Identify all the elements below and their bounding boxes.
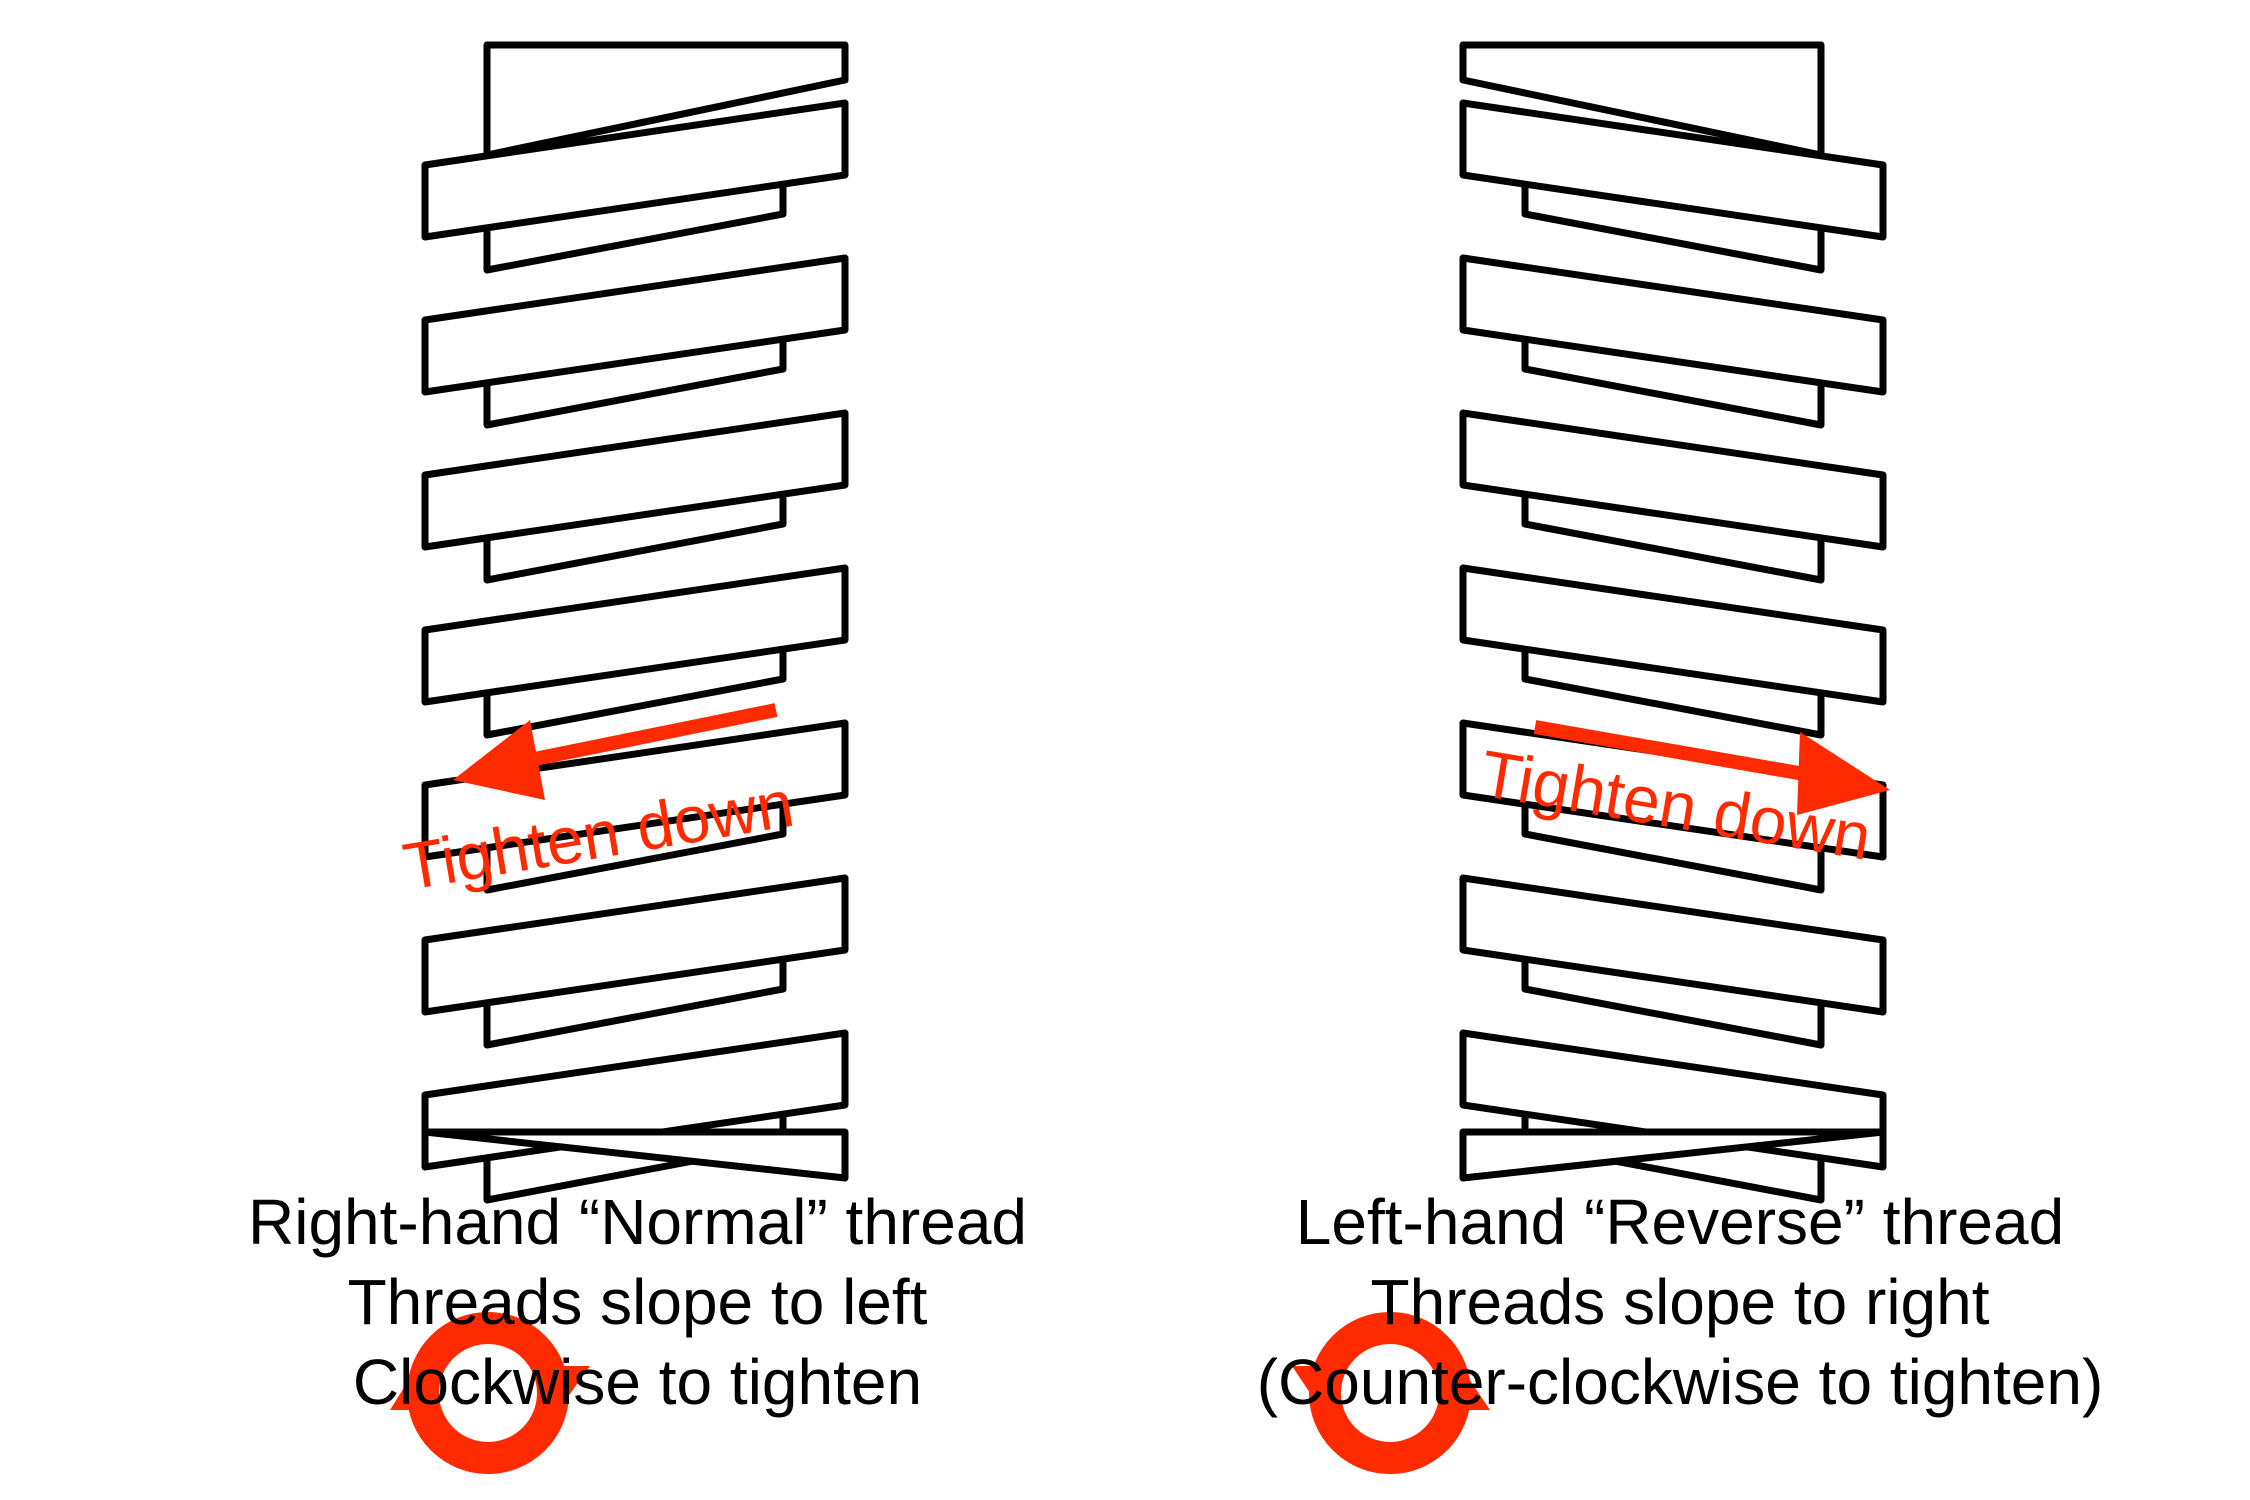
thread-band	[421, 99, 849, 241]
left-hand-thread-illustration	[1459, 41, 1887, 1204]
counter-clockwise-rotation-icon	[1292, 1312, 1490, 1474]
caption-slope: Threads slope to left	[347, 1266, 928, 1338]
thread-base	[1459, 1128, 1887, 1182]
caption-title: Right-hand “Normal” thread	[248, 1186, 1027, 1258]
caption-slope: Threads slope to right	[1370, 1266, 1990, 1338]
thread-base	[421, 1128, 849, 1182]
left-arrow-head	[453, 720, 545, 800]
left-hand-thread-caption: Left-hand “Reverse” thread Threads slope…	[1190, 1182, 2170, 1422]
right-hand-thread-caption: Right-hand “Normal” thread Threads slope…	[160, 1182, 1115, 1422]
caption-direction: Clockwise to tighten	[352, 1346, 923, 1418]
right-arrow-head	[1797, 732, 1890, 815]
right-arrow-shaft	[1533, 720, 1812, 782]
thread-band	[1459, 254, 1887, 396]
clockwise-rotation-icon	[390, 1312, 590, 1474]
thread-band	[421, 409, 849, 551]
thread-band	[421, 719, 849, 861]
right-tighten-arrow	[1533, 720, 1890, 815]
thread-band	[421, 254, 849, 396]
thread-band	[1459, 409, 1887, 551]
thread-band	[421, 564, 849, 706]
caption-direction: (Counter-clockwise to tighten)	[1256, 1346, 2104, 1418]
right-hand-thread-illustration	[421, 41, 849, 1204]
thread-band	[421, 874, 849, 1016]
left-tighten-arrow	[453, 703, 778, 800]
left-arrow-shaft	[518, 703, 778, 769]
thread-cap	[483, 41, 849, 159]
caption-title: Left-hand “Reverse” thread	[1295, 1186, 2065, 1258]
thread-cap	[1459, 41, 1825, 159]
thread-band	[1459, 874, 1887, 1016]
thread-band	[1459, 564, 1887, 706]
thread-band	[1459, 99, 1887, 241]
